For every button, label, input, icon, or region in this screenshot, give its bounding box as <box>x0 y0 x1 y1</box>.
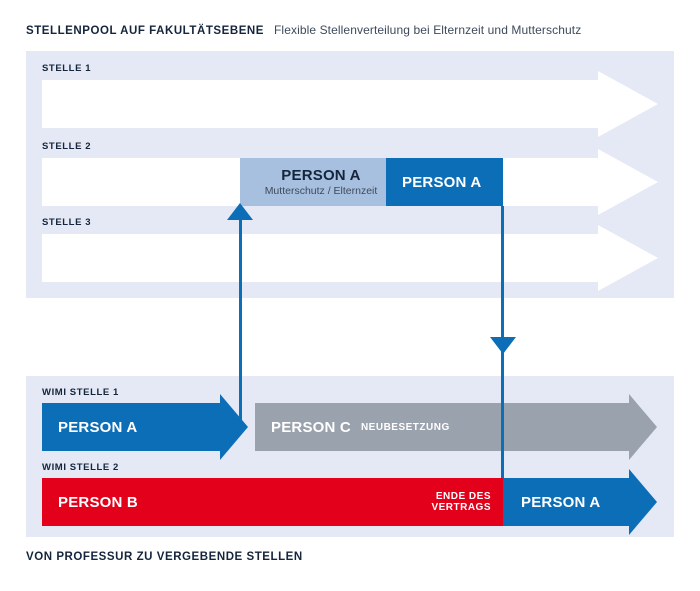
arrow-body <box>42 403 220 451</box>
row-label-stelle-3: STELLE 3 <box>42 217 92 228</box>
track-stelle-1-body <box>42 80 598 128</box>
arrow-person-c-neubesetzung[interactable]: PERSON C NEUBESETZUNG <box>255 394 657 460</box>
arrow-label: PERSON A <box>58 418 138 436</box>
footer-title: VON PROFESSUR ZU VERGEBENDE STELLEN <box>26 551 303 563</box>
segment-label: PERSON A <box>281 167 361 184</box>
segment-person-a-mutterschutz[interactable]: PERSON A Mutterschutz / Elternzeit <box>240 158 386 206</box>
arrow-body <box>503 478 629 526</box>
bar-note-ende-des-vertrags: ENDE DES VERTRAGS <box>431 491 491 514</box>
segment-label: PERSON A <box>402 173 482 191</box>
arrow-head-icon <box>629 394 657 460</box>
row-label-wimi-stelle-1: WIMI STELLE 1 <box>42 387 119 398</box>
arrow-person-a-wimi-2[interactable]: PERSON A <box>503 469 657 535</box>
page-title: STELLENPOOL AUF FAKULTÄTSEBENE <box>26 25 264 37</box>
segment-sublabel: Mutterschutz / Elternzeit <box>264 185 378 197</box>
arrow-head-icon <box>220 394 248 460</box>
arrow-note: NEUBESETZUNG <box>360 421 450 433</box>
row-label-stelle-2: STELLE 2 <box>42 141 92 152</box>
arrow-down-icon <box>490 337 516 354</box>
connector-line-up <box>239 218 242 426</box>
bar-person-b[interactable]: PERSON B ENDE DES VERTRAGS <box>42 478 503 526</box>
segment-person-a-stelle-2-blue[interactable]: PERSON A <box>386 158 503 206</box>
row-label-stelle-1: STELLE 1 <box>42 63 92 74</box>
arrow-head-icon <box>629 469 657 535</box>
track-stelle-3-body <box>42 234 598 282</box>
header: STELLENPOOL AUF FAKULTÄTSEBENE Flexible … <box>26 23 581 37</box>
arrow-label: PERSON C <box>271 418 351 436</box>
arrow-person-a-wimi-1[interactable]: PERSON A <box>42 394 248 460</box>
bar-label: PERSON B <box>58 493 138 511</box>
bar-note-line-1: ENDE DES <box>435 490 491 502</box>
arrow-label: PERSON A <box>521 493 601 511</box>
bar-note-line-2: VERTRAGS <box>431 502 491 513</box>
page-subtitle: Flexible Stellenverteilung bei Elternzei… <box>274 23 582 37</box>
row-label-wimi-stelle-2: WIMI STELLE 2 <box>42 462 119 473</box>
arrow-body <box>255 403 629 451</box>
